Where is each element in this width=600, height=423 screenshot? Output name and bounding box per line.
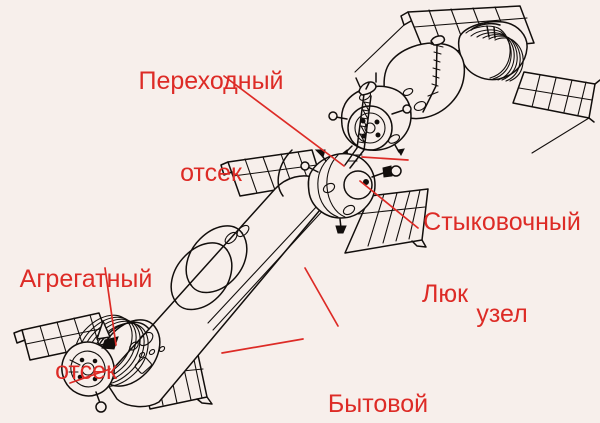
upper-panel-edge-line-a (354, 24, 405, 73)
leader-line-bytovoj-otsek-upper (304, 267, 339, 327)
main-body-cylinder (98, 149, 339, 408)
leader-line-kdu (69, 368, 111, 384)
upper-panel-edge-line-b (531, 117, 590, 154)
leader-line-lyuk (359, 180, 419, 229)
leader-line-perehodnyj-otsek (223, 75, 345, 167)
callout-perehodnyj-otsek-line1: Переходный (138, 67, 284, 95)
callout-bytovoj-otsek-line1: Бытовой (327, 390, 429, 418)
callout-perehodnyj-otsek: Переходный отсек (136, 5, 286, 249)
callout-lyuk-line1: Люк (422, 280, 469, 308)
callout-stykovochnyj-uzel: Стыковочный узел (411, 146, 593, 390)
upper-antenna-mast (422, 35, 446, 113)
callout-perehodnyj-otsek-line2: отсек (180, 158, 242, 187)
callout-bytovoj-otsek: Бытовой отсек (303, 328, 453, 423)
leader-lines-group (69, 75, 419, 384)
upper-spacecraft-solar-panel-right (512, 71, 600, 123)
callout-agregatnyj-otsek-line2: отсек (55, 356, 117, 385)
main-antenna-mast (344, 81, 377, 169)
leader-line-bytovoj-otsek-lower (221, 338, 304, 354)
upper-service-module (457, 20, 528, 82)
callout-kdu: КДУ (6, 367, 96, 423)
upper-spacecraft-group (328, 5, 600, 157)
main-spacecraft-group (13, 81, 429, 413)
callout-lyuk: Люк (422, 218, 512, 371)
leader-line-stykovochnyj-uzel (361, 156, 409, 161)
propulsion-module-kdu (61, 314, 150, 413)
leader-line-agregatnyj-otsek (104, 267, 117, 346)
callout-stykovochnyj-uzel-line2: узел (476, 299, 528, 328)
callout-agregatnyj-otsek: Агрегатный отсек (0, 203, 172, 423)
main-solar-panel-right (344, 188, 429, 254)
main-orbital-module (300, 149, 402, 234)
callout-stykovochnyj-uzel-line1: Стыковочный (423, 208, 581, 236)
callout-agregatnyj-otsek-line1: Агрегатный (19, 265, 153, 293)
